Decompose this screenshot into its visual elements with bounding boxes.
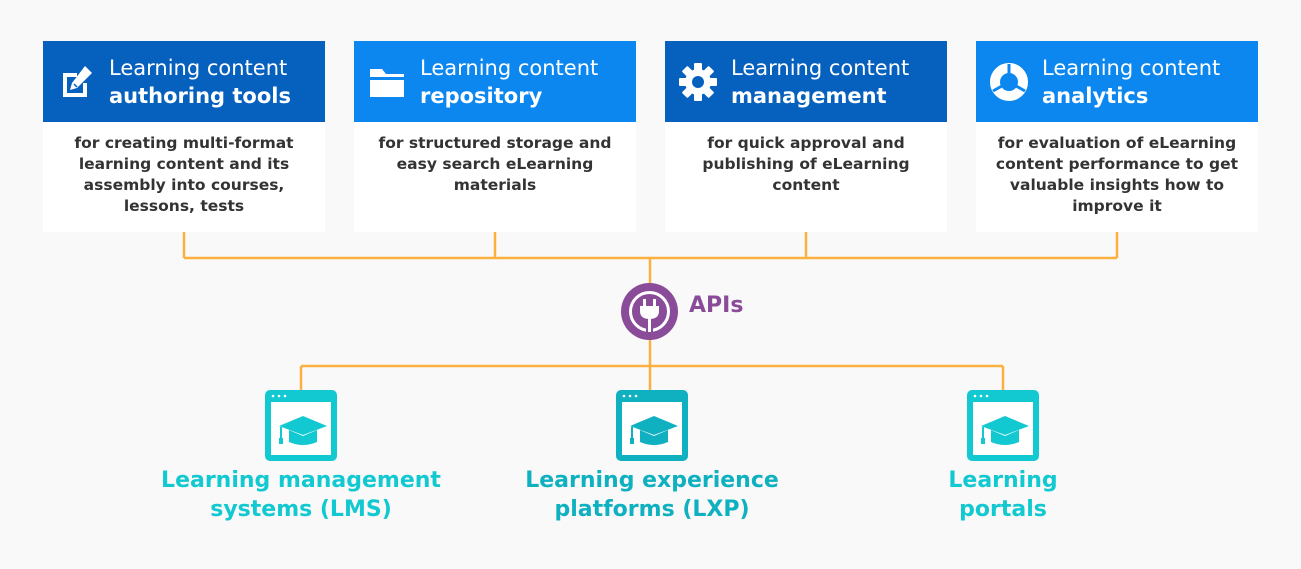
edit-icon — [43, 63, 109, 101]
platform-label-lxp: Learning experience platforms (LXP) — [492, 466, 812, 524]
card-description: for structured storage and easy search e… — [378, 134, 612, 194]
card-repository: Learning content repository for structur… — [354, 41, 636, 232]
card-header: Learning content authoring tools — [43, 41, 325, 122]
card-header: Learning content repository — [354, 41, 636, 122]
card-title-line2: management — [731, 83, 887, 108]
platform-label-line2: systems (LMS) — [210, 497, 392, 522]
card-authoring-tools: Learning content authoring tools for cre… — [43, 41, 325, 232]
platform-label-line2: portals — [959, 497, 1047, 522]
folder-icon — [354, 65, 420, 99]
card-description: for creating multi-format learning conte… — [74, 134, 294, 215]
card-analytics: Learning content analytics for evaluatio… — [976, 41, 1258, 232]
donut-chart-icon — [976, 62, 1042, 102]
api-hub-badge — [621, 283, 678, 340]
card-title-line2: analytics — [1042, 83, 1149, 108]
card-header: Learning content management — [665, 41, 947, 122]
api-hub-label: APIs — [689, 293, 744, 318]
platform-label-line1: Learning — [948, 468, 1058, 493]
platform-label-line1: Learning management — [161, 468, 441, 493]
card-title-line1: Learning content — [1042, 55, 1221, 80]
card-title-line2: repository — [420, 83, 543, 108]
card-title-line1: Learning content — [731, 55, 910, 80]
platform-label-portals: Learning portals — [843, 466, 1163, 524]
card-description: for quick approval and publishing of eLe… — [702, 134, 910, 194]
graduation-cap-window-icon — [967, 390, 1039, 461]
card-title-line2: authoring tools — [109, 83, 291, 108]
card-description: for evaluation of eLearning content perf… — [995, 134, 1239, 215]
card-management: Learning content management for quick ap… — [665, 41, 947, 232]
platform-label-line1: Learning experience — [525, 468, 779, 493]
card-header: Learning content analytics — [976, 41, 1258, 122]
card-title-line1: Learning content — [109, 55, 288, 80]
graduation-cap-window-icon — [616, 390, 688, 461]
graduation-cap-window-icon — [265, 390, 337, 461]
platform-label-lms: Learning management systems (LMS) — [141, 466, 461, 524]
card-title-line1: Learning content — [420, 55, 599, 80]
plug-icon — [629, 291, 670, 333]
platform-label-line2: platforms (LXP) — [554, 497, 750, 522]
gear-icon — [665, 62, 731, 102]
